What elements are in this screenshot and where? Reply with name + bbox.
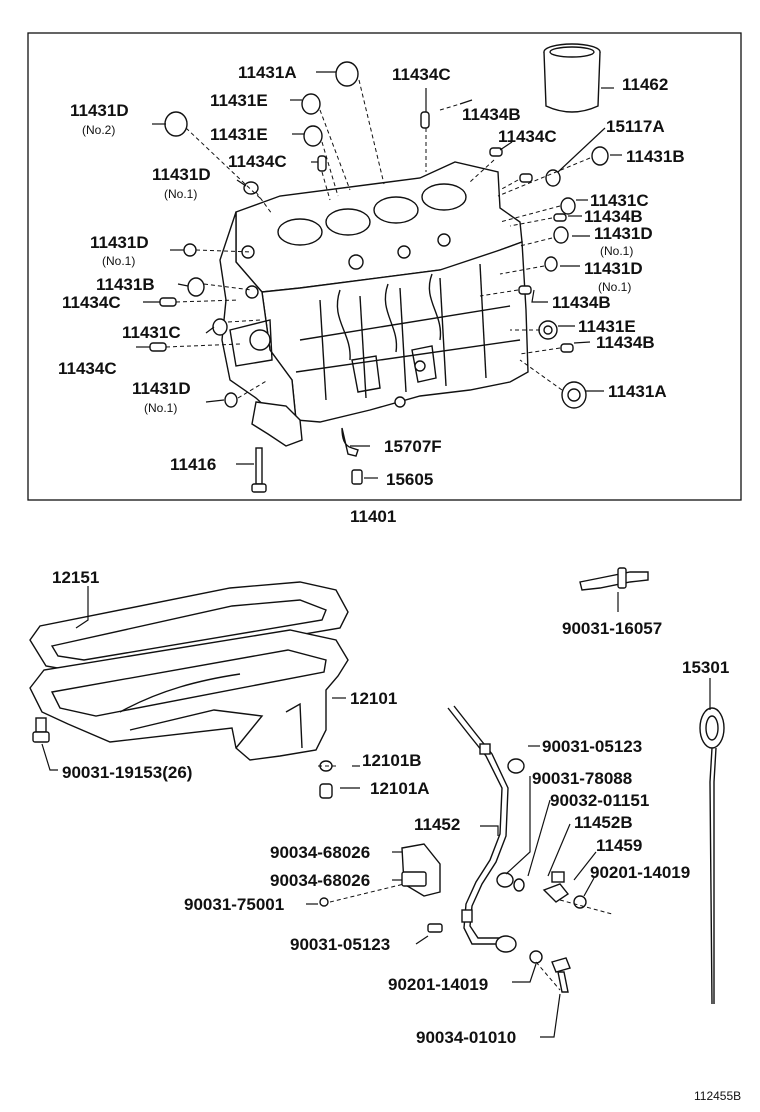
lower-small-parts — [32, 567, 725, 1005]
leader-lines-lower — [41, 586, 711, 1038]
label-12101b: 12101B — [362, 751, 422, 770]
label-11431d-r2-sub: (No.1) — [598, 280, 631, 294]
block-group-frame — [27, 32, 742, 501]
label-90031-16057: 90031-16057 — [562, 619, 662, 638]
label-11431e-2: 11431E — [210, 125, 268, 144]
figure-ref: 112455B — [694, 1089, 741, 1103]
labels-lower: 12151 90031-16057 15301 12101 90031-1915… — [52, 568, 729, 1047]
label-11431c-left: 11431C — [122, 323, 181, 342]
label-90201-14019-a: 90201-14019 — [590, 863, 690, 882]
label-11431e-1: 11431E — [210, 91, 268, 110]
leader-lines-upper — [136, 71, 622, 479]
small-parts — [149, 43, 609, 493]
label-15301: 15301 — [682, 658, 729, 677]
label-11431b-left: 11431B — [96, 275, 155, 294]
label-11431a-right: 11431A — [608, 382, 667, 401]
label-11452: 11452 — [414, 815, 460, 834]
label-11434c-top: 11434C — [392, 65, 451, 84]
label-11431d-no2: 11431D — [70, 101, 129, 120]
label-15605: 15605 — [386, 470, 433, 489]
label-11431d-l3-sub: (No.1) — [144, 401, 177, 415]
label-11434c-l3: 11434C — [58, 359, 117, 378]
label-11431d-l1: 11431D — [152, 165, 211, 184]
label-11452b: 11452B — [574, 813, 633, 832]
label-90031-05123-b: 90031-05123 — [290, 935, 390, 954]
label-90031-05123-a: 90031-05123 — [542, 737, 642, 756]
label-11416: 11416 — [170, 455, 216, 474]
label-11434c-mid: 11434C — [498, 127, 557, 146]
label-11431a-top: 11431A — [238, 63, 297, 82]
label-11431d-l2: 11431D — [90, 233, 149, 252]
label-12101: 12101 — [350, 689, 397, 708]
label-12101a: 12101A — [370, 779, 430, 798]
label-90032-01151: 90032-01151 — [550, 791, 649, 810]
label-11434b-r2: 11434B — [552, 293, 611, 312]
label-11431d-r1-sub: (No.1) — [600, 244, 633, 258]
label-90031-78088: 90031-78088 — [532, 769, 632, 788]
label-11431d-r2: 11431D — [584, 259, 643, 278]
label-90034-68026-a: 90034-68026 — [270, 843, 370, 862]
label-11431d-no2-sub: (No.2) — [82, 123, 115, 137]
label-11431d-l1-sub: (No.1) — [164, 187, 197, 201]
label-11434b-top: 11434B — [462, 105, 521, 124]
label-90031-75001: 90031-75001 — [184, 895, 284, 914]
cylinder-block-drawing — [219, 161, 529, 423]
label-11434b-r1: 11434B — [584, 207, 643, 226]
label-11459: 11459 — [596, 836, 642, 855]
label-90031-19153: 90031-19153(26) — [62, 763, 192, 782]
label-11431d-r1: 11431D — [594, 224, 653, 243]
label-11431b-right: 11431B — [626, 147, 685, 166]
assembly-label: 11401 — [350, 507, 396, 526]
labels-upper: 11431A 11434C 11462 11431D (No.2) 11431E… — [58, 63, 685, 489]
label-90201-14019-b: 90201-14019 — [388, 975, 488, 994]
label-11462: 11462 — [622, 75, 668, 94]
label-90034-01010: 90034-01010 — [416, 1028, 516, 1047]
label-15117a: 15117A — [606, 117, 665, 136]
label-15707f: 15707F — [384, 437, 442, 456]
label-11431c-right: 11431C — [590, 191, 649, 210]
label-12151: 12151 — [52, 568, 99, 587]
label-11434b-r3: 11434B — [596, 333, 655, 352]
label-90034-68026-b: 90034-68026 — [270, 871, 370, 890]
oil-pan-drawing — [29, 629, 349, 761]
label-11431e-right: 11431E — [578, 317, 636, 336]
label-11434c-left: 11434C — [228, 152, 287, 171]
label-11431d-l3: 11431D — [132, 379, 191, 398]
label-11434c-l2: 11434C — [62, 293, 121, 312]
label-11431d-l2-sub: (No.1) — [102, 254, 135, 268]
